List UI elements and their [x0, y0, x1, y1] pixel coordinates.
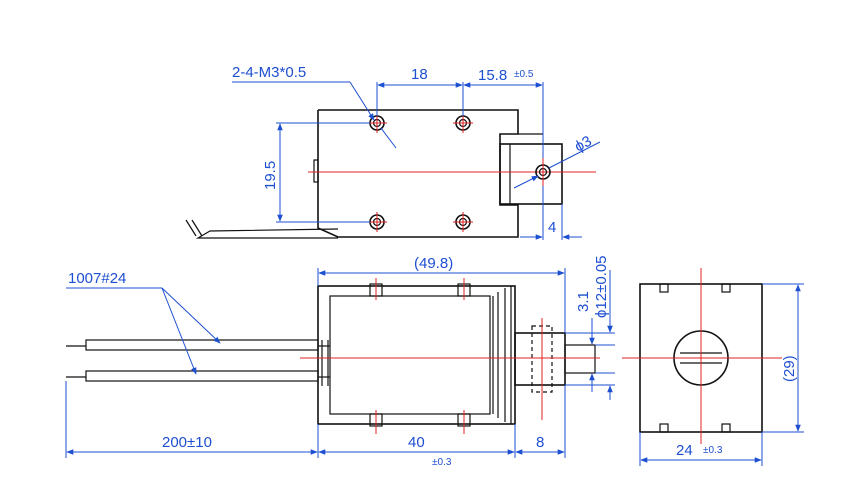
dim-plunger-offset-tol: ±0.5: [514, 69, 534, 80]
dim-plunger-step: 3.1: [575, 291, 592, 312]
dim-plunger-length: 8: [536, 434, 544, 451]
screw-hole: [453, 212, 473, 232]
side-view: (29) 24 ±0.3: [622, 268, 804, 466]
top-frame-outline: [317, 109, 519, 238]
dim-side-height: (29): [781, 355, 798, 382]
dim-hole-spacing-x: 18: [411, 66, 428, 83]
dim-pin-hole-dia: ϕ3: [572, 133, 595, 156]
dim-wire-length: 200±10: [162, 434, 212, 451]
dim-plunger-offset: 15.8: [478, 67, 507, 84]
dim-side-width-tol: ±0.3: [703, 445, 723, 456]
wire-spec-label: 1007#24: [68, 270, 126, 287]
dim-body-length-tol: ±0.3: [432, 457, 452, 468]
front-plunger: [514, 332, 566, 386]
thread-label: 2-4-M3*0.5: [232, 64, 306, 81]
dim-overall-length: (49.8): [414, 255, 453, 272]
top-bracket-tail: [195, 228, 339, 239]
front-view: 1007#24 (49.8) 200±10 40 ±0.3 8 3.1 ϕ12±…: [65, 255, 615, 468]
front-body: [317, 285, 516, 425]
dim-body-length: 40: [408, 434, 425, 451]
top-view: 2-4-M3*0.5 18 15.8 ±0.5 19.5 ϕ3 4: [185, 64, 601, 240]
top-plunger-end: [499, 143, 563, 205]
pin-hole: [535, 158, 551, 186]
dim-side-width: 24: [676, 442, 693, 459]
dim-plunger-end: 4: [548, 219, 556, 236]
dim-hole-spacing-y: 19.5: [262, 161, 279, 190]
dim-plunger-dia: ϕ12±0.05: [593, 255, 610, 318]
lead-wire: [66, 339, 330, 386]
